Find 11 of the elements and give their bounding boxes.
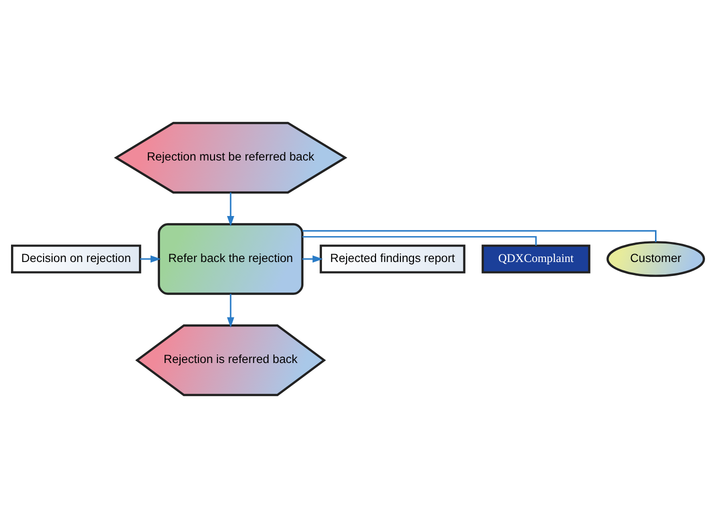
arrow [227, 293, 234, 328]
node-box: QDXComplaint [482, 244, 590, 273]
node-ellipse: Customer [606, 240, 705, 276]
node-box: Rejected findings report [320, 244, 466, 273]
arrow [227, 192, 234, 226]
arrow [302, 254, 323, 262]
node-box: Decision on rejection [11, 244, 142, 273]
connector [302, 230, 656, 242]
arrow [140, 254, 161, 262]
node-box: Refer back the rejection [158, 222, 304, 294]
connector [302, 236, 537, 246]
